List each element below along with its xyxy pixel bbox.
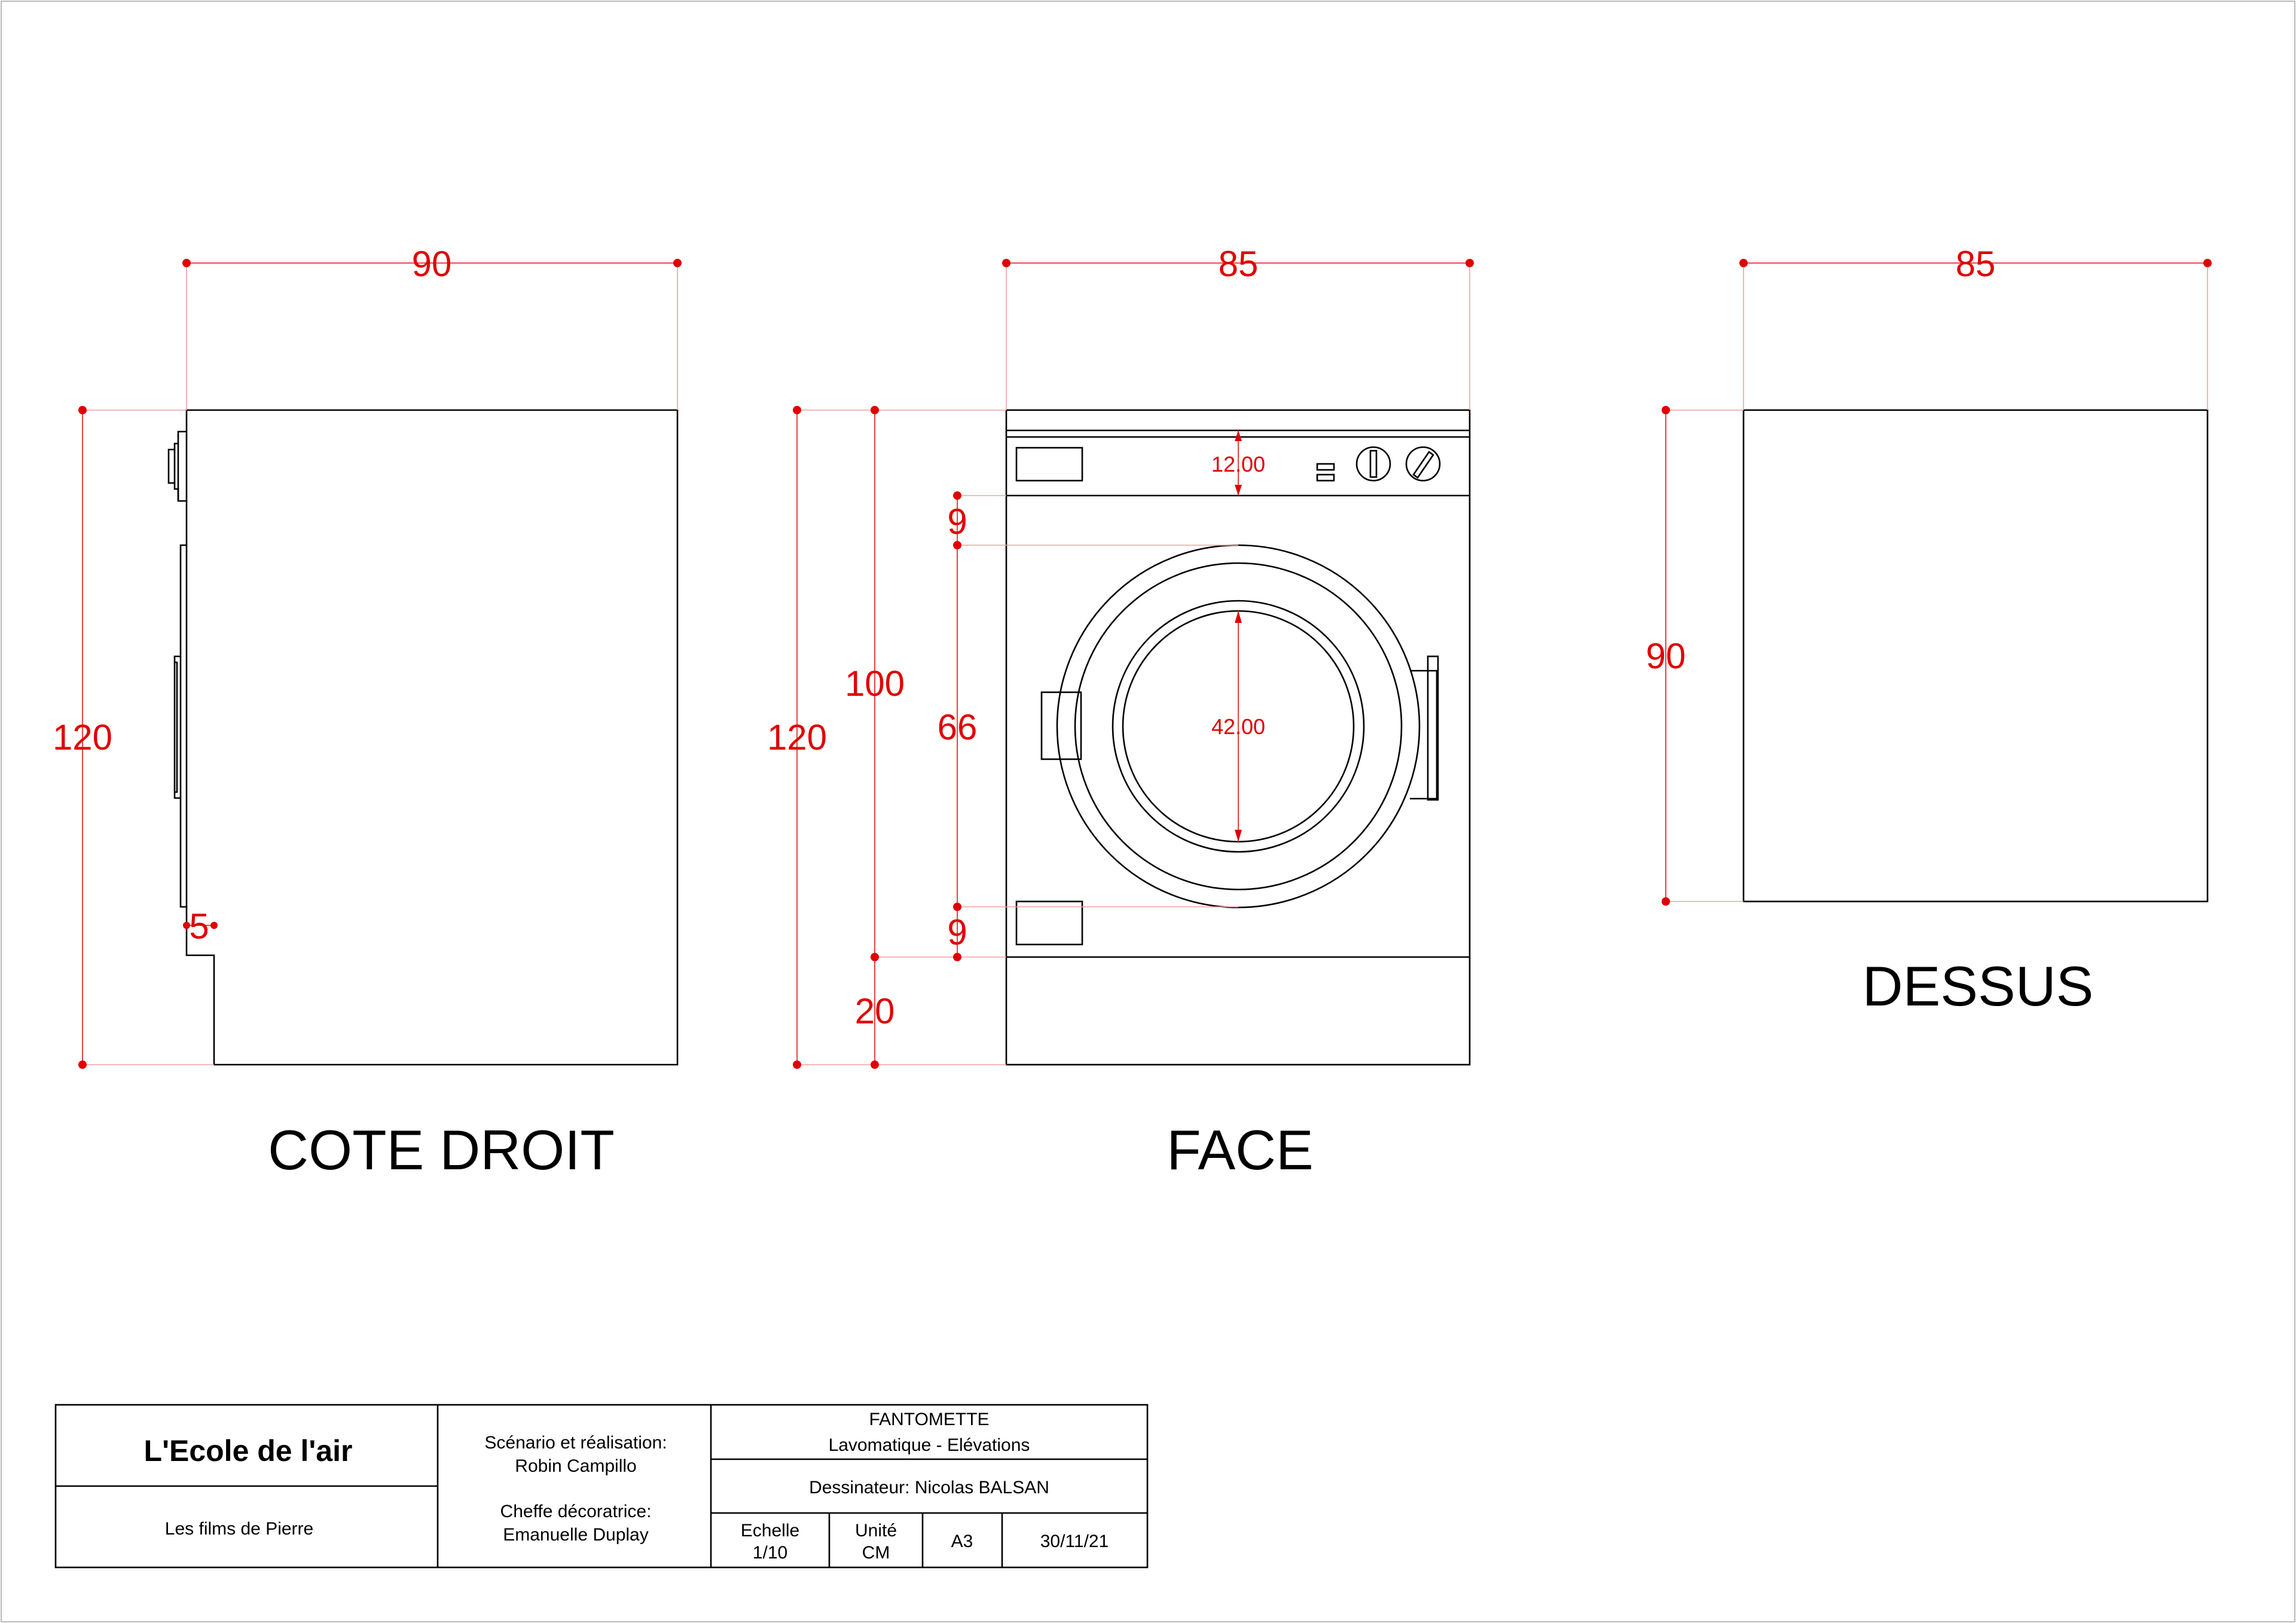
front-view-label: FACE [1167,1118,1314,1181]
side-outline [185,409,679,1066]
control-knob-1 [1355,446,1391,482]
top-depth-dim: 90 [1646,636,1686,676]
title-block: L'Ecole de l'air Les films de Pierre Scé… [54,1404,1149,1569]
front-total-height-dim: 120 [767,717,827,757]
front-width-dim: 85 [1219,244,1259,284]
credits-line-4: Emanuelle Duplay [503,1525,648,1545]
side-width-dim: 90 [412,244,452,284]
front-base-height-dim: 20 [855,991,895,1031]
door-handle [1410,670,1438,800]
top-width-dim: 85 [1956,244,1996,284]
client-name: Les films de Pierre [165,1519,313,1539]
scale-value: 1/10 [753,1543,787,1563]
side-handle-detail [175,661,178,793]
front-drum-diameter-dim: 42.00 [1211,714,1265,739]
side-dimensions: 90 120 5 [53,244,682,1069]
side-knob-detail [173,444,179,501]
front-body-height-dim: 100 [845,664,905,704]
drawing-subject: Lavomatique - Elévations [829,1435,1030,1455]
detergent-drawer [1015,900,1083,946]
project-name: FANTOMETTE [869,1410,989,1429]
unit-value: CM [862,1543,890,1563]
front-panel-height-dim: 12.00 [1211,452,1265,476]
drum-window-outer [1112,600,1365,853]
side-handle-profile [173,655,181,799]
display-screen [1015,447,1083,482]
credits-line-3: Cheffe décoratrice: [500,1502,652,1521]
unit-label: Unité [855,1521,897,1541]
top-dimensions: 85 90 [1646,244,2212,906]
credits-line-1: Scénario et réalisation: [484,1433,667,1453]
front-gap-bottom-dim: 9 [947,912,967,952]
front-gap-top-dim: 9 [947,502,967,542]
front-outline [1005,409,1471,1066]
panel-button-1 [1316,463,1335,471]
door-middle-ring [1074,562,1403,891]
credits-line-2: Robin Campillo [515,1456,636,1476]
side-step-dim: 5 [189,906,209,946]
side-height-dim: 120 [53,717,112,757]
top-view-label: DESSUS [1863,955,2094,1017]
side-view-label: COTE DROIT [268,1118,615,1181]
paper-format: A3 [951,1532,973,1551]
company-name: L'Ecole de l'air [144,1434,353,1468]
front-dimensions: 85 120 100 20 9 66 9 12.00 42.00 [767,244,1474,1069]
scale-label: Echelle [741,1521,799,1541]
side-view [167,409,679,1066]
drawing-date: 30/11/21 [1040,1532,1109,1551]
door-hinge [1040,691,1082,760]
top-outline [1742,409,2209,903]
panel-button-2 [1316,473,1335,482]
side-door-profile [179,544,187,908]
front-door-height-dim: 66 [938,707,978,747]
top-view [1742,409,2209,903]
drafter-name: Dessinateur: Nicolas BALSAN [809,1478,1049,1497]
control-knob-2 [1405,446,1441,482]
